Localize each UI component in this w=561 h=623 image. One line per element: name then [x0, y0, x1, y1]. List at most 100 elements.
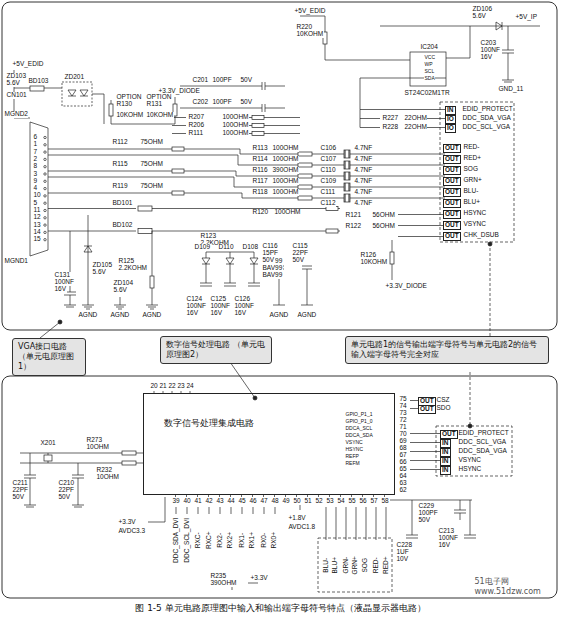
- schematic-label: 42: [205, 498, 213, 505]
- schematic-label: 22OHM: [404, 115, 427, 122]
- schematic-label: 100OHM: [274, 209, 301, 216]
- schematic-label: +5V_IP: [515, 14, 538, 21]
- pin-stroke: [296, 495, 297, 497]
- schematic-label: R120: [252, 209, 269, 216]
- schematic-label: 68: [399, 445, 407, 452]
- schematic-label: 57: [370, 498, 378, 505]
- schematic-label: 54: [337, 498, 345, 505]
- schematic-label: 10KOHM: [116, 112, 144, 119]
- schematic-label: RX0+: [272, 531, 279, 548]
- schematic-label: WP: [424, 62, 433, 67]
- schematic-label: REFP: [345, 454, 359, 459]
- schematic-label: 75OHM: [140, 139, 163, 146]
- schematic-label: DDC_SCL_DVI: [184, 517, 191, 563]
- schematic-label: R228: [382, 124, 399, 131]
- schematic-label: SOG: [363, 557, 370, 572]
- connector-pin: [44, 202, 46, 204]
- schematic-label: ST24C02M1TR: [404, 90, 450, 97]
- schematic-label: 41: [194, 498, 202, 505]
- schematic-label: 50: [293, 498, 301, 505]
- schematic-label: ZD106: [472, 6, 493, 13]
- callout-box: VGA接口电路 （单元电原理图1）: [12, 338, 86, 376]
- schematic-label: GRN+: [463, 177, 482, 184]
- schematic-label: R220: [296, 24, 313, 31]
- schematic-label: 100OHM: [272, 178, 299, 185]
- schematic-label: OPTION: [146, 94, 172, 101]
- schematic-label: ZD201: [64, 74, 85, 81]
- pin-stroke: [274, 495, 275, 497]
- schematic-label: R235: [210, 573, 227, 580]
- schematic-label: 55: [348, 498, 356, 505]
- schematic-label: 22OHM: [404, 124, 427, 131]
- schematic-label: RED+: [463, 155, 482, 162]
- pin-stroke: [285, 495, 286, 497]
- callout-box: 单元电路1的信号输出端字母符号与单元电路2的信号输入端字母符号完全对应: [345, 336, 549, 364]
- schematic-label: RX1-: [239, 532, 246, 548]
- schematic-label: 16V: [480, 54, 493, 61]
- schematic-label: 4.7NF: [354, 189, 373, 196]
- pin-stroke: [356, 507, 357, 540]
- schematic-label: 4: [33, 185, 38, 192]
- pin-stroke: [230, 495, 231, 497]
- schematic-label: 4.7NF: [354, 145, 373, 152]
- schematic-label: +3.3V: [118, 519, 136, 526]
- schematic-label: ZD103: [6, 73, 27, 80]
- schematic-label: AGND: [110, 312, 130, 319]
- schematic-label: 75: [399, 396, 407, 403]
- schematic-label: R114: [252, 156, 268, 163]
- pin-stroke: [384, 495, 385, 497]
- schematic-label: 11: [33, 207, 41, 214]
- schematic-label: GND_11: [498, 86, 524, 93]
- pin-stroke: [326, 507, 327, 540]
- connector-pin: [44, 151, 46, 153]
- schematic-label: 50V: [58, 494, 71, 501]
- figure-caption: 图 1-5 单元电路原理图中输入和输出端字母符号特点（液晶显示器电路）: [0, 603, 561, 614]
- schematic-label: ZD105: [92, 262, 113, 269]
- schematic-label: 100PF: [212, 99, 232, 106]
- schematic-label: HSYNC: [345, 447, 364, 452]
- schematic-label: DDC_SDA_VGA: [462, 115, 511, 122]
- schematic-label: +5V_EDID: [12, 61, 44, 68]
- schematic-label: 24: [186, 383, 194, 390]
- port-tag: OUT: [443, 166, 461, 175]
- pin-stroke: [242, 507, 243, 514]
- schematic-label: GPIO_P1_0: [345, 419, 373, 424]
- pin-stroke: [346, 507, 347, 540]
- port-tag: IN: [440, 448, 451, 457]
- schematic-label: EDID_PROTECT: [458, 430, 509, 437]
- schematic-label: BAV99: [262, 272, 283, 279]
- schematic-label: RXC-: [195, 532, 202, 549]
- schematic-label: 50V: [240, 99, 253, 106]
- schematic-label: OPTION: [116, 94, 142, 101]
- port-tag: OUT: [443, 199, 461, 208]
- schematic-label: BLU-: [463, 188, 479, 195]
- schematic-label: 22: [168, 383, 176, 390]
- schematic-label: C131: [54, 272, 71, 279]
- schematic-label: R112: [112, 139, 128, 146]
- schematic-label: IC204: [420, 44, 438, 51]
- schematic-label: 1: [33, 141, 38, 148]
- schematic-label: 56OHM: [372, 212, 395, 219]
- schematic-label: 63: [399, 480, 407, 487]
- pin-stroke: [275, 507, 276, 514]
- schematic-label: R126: [360, 252, 377, 259]
- schematic-label: R130: [116, 101, 133, 108]
- schematic-label: 2: [33, 156, 38, 163]
- schematic-label: REFM: [345, 461, 360, 466]
- schematic-label: 22PF: [58, 487, 75, 494]
- schematic-label: 100PF: [212, 77, 232, 84]
- schematic-label: C201: [192, 77, 209, 84]
- schematic-label: AVDC3.3: [118, 528, 146, 535]
- port-tag: IN: [440, 439, 451, 448]
- schematic-label: 70: [399, 431, 407, 438]
- connector-pin: [44, 239, 46, 241]
- schematic-label: 12: [33, 214, 41, 221]
- schematic-label: HSYNC: [463, 210, 487, 217]
- pin-stroke: [263, 495, 264, 497]
- schematic-label: EDID_PROTECT: [462, 106, 513, 113]
- pin-stroke: [329, 495, 330, 497]
- schematic-label: 10: [33, 192, 41, 199]
- schematic-label: GPIO_P1_1: [345, 412, 373, 417]
- schematic-label: R273: [86, 437, 103, 444]
- schematic-label: 7: [33, 149, 38, 156]
